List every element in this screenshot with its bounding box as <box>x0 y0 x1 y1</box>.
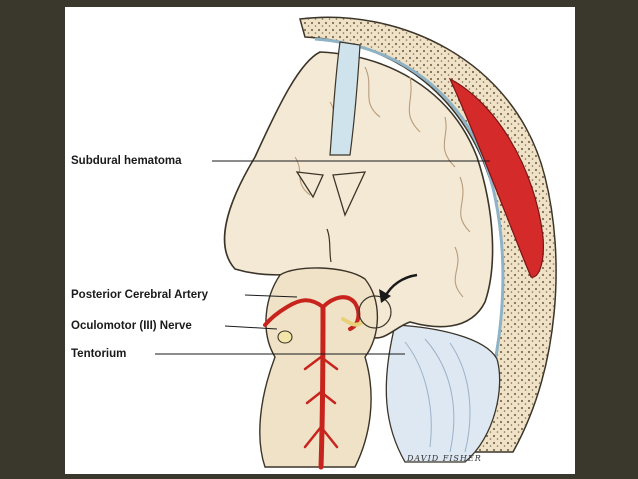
curved-arrow-head <box>379 289 391 303</box>
lateral-ventricle-right <box>332 171 367 217</box>
leader-line-posterior-cerebral-artery <box>244 294 298 298</box>
basilar-artery <box>318 304 326 470</box>
oculomotor-nerve-left <box>277 330 293 344</box>
brain-gyri <box>294 66 471 298</box>
artist-signature: DAVID FISHER <box>407 454 482 463</box>
label-tentorium: Tentorium <box>71 348 127 360</box>
brainstem <box>259 267 379 468</box>
leader-line-oculomotor-nerve <box>224 325 278 330</box>
artery-branches <box>303 355 339 449</box>
label-subdural-hematoma: Subdural hematoma <box>71 155 182 167</box>
lateral-ventricle-left <box>295 171 324 199</box>
subdural-hematoma <box>448 77 544 278</box>
label-posterior-cerebral-artery: Posterior Cerebral Artery <box>71 289 208 301</box>
tentorium-fold <box>385 324 501 463</box>
falx-cerebri <box>329 41 361 156</box>
label-oculomotor-nerve: Oculomotor (III) Nerve <box>71 320 192 332</box>
illustration-panel: Subdural hematoma Posterior Cerebral Art… <box>65 7 575 474</box>
brain-herniation-diagram <box>155 16 557 470</box>
third-ventricle <box>326 228 332 263</box>
oculomotor-nerve-right <box>341 317 363 327</box>
herniation-site-circle <box>358 295 392 329</box>
tentorium-lines <box>404 338 471 453</box>
